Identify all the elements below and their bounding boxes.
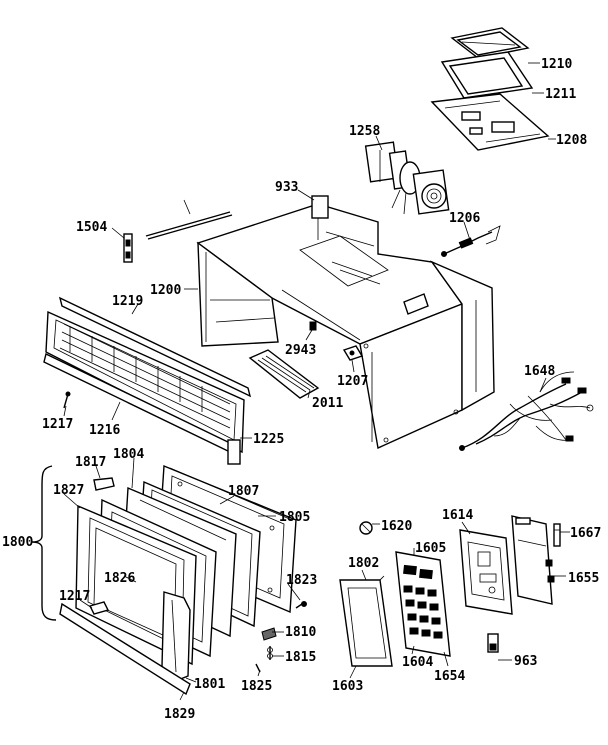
label-1648: 1648 <box>524 364 555 379</box>
control-board-part <box>459 529 513 615</box>
control-frame-part <box>339 575 393 667</box>
mounting-plate-part <box>430 93 550 151</box>
label-1604: 1604 <box>402 655 433 670</box>
label-963: 963 <box>514 654 537 669</box>
label-1217-lower: 1217 <box>59 589 90 604</box>
label-1802: 1802 <box>348 556 379 571</box>
label-1211: 1211 <box>545 87 576 102</box>
label-1258: 1258 <box>349 124 380 139</box>
knob-part <box>359 521 373 535</box>
keypad-part <box>395 551 451 657</box>
label-1655: 1655 <box>568 571 599 586</box>
hinge-part <box>261 627 277 641</box>
label-1216: 1216 <box>89 423 120 438</box>
label-1827: 1827 <box>53 483 84 498</box>
label-1208: 1208 <box>556 133 587 148</box>
label-1805: 1805 <box>279 510 310 525</box>
label-1614: 1614 <box>442 508 473 523</box>
grille-part <box>248 349 320 399</box>
front-grille-assembly-part <box>43 296 252 465</box>
latch-part <box>93 477 115 491</box>
cabinet-part <box>196 195 495 450</box>
assembly-brace <box>31 465 57 621</box>
label-1829: 1829 <box>164 707 195 722</box>
door-handle-part <box>161 591 191 681</box>
rod-part <box>145 199 233 240</box>
label-933: 933 <box>275 180 298 195</box>
label-1219: 1219 <box>112 294 143 309</box>
pin-part <box>255 663 261 673</box>
label-1654: 1654 <box>434 669 465 684</box>
label-1206: 1206 <box>449 211 480 226</box>
spring-part <box>267 646 273 660</box>
fan-motor-assembly-part <box>364 141 450 215</box>
label-1603: 1603 <box>332 679 363 694</box>
door-bottom-bar-part <box>59 602 191 696</box>
label-1801: 1801 <box>194 677 225 692</box>
label-1826: 1826 <box>104 571 135 586</box>
label-1504: 1504 <box>76 220 107 235</box>
vent-cover-part <box>450 27 530 59</box>
screw-part <box>63 391 71 409</box>
wire-connector-part <box>441 225 501 257</box>
screw-part <box>309 321 317 331</box>
power-board-part <box>511 515 555 605</box>
hinge-screw-part <box>295 601 307 609</box>
label-1225: 1225 <box>253 432 284 447</box>
label-1667: 1667 <box>570 526 601 541</box>
label-1207: 1207 <box>337 374 368 389</box>
label-1620: 1620 <box>381 519 412 534</box>
label-1825: 1825 <box>241 679 272 694</box>
label-1817: 1817 <box>75 455 106 470</box>
screw-part <box>88 601 110 615</box>
label-1800: 1800 <box>2 535 33 550</box>
label-1807: 1807 <box>228 484 259 499</box>
part-labels: 1210 1211 1208 1258 933 1206 1504 1200 1… <box>2 57 601 722</box>
label-1815: 1815 <box>285 650 316 665</box>
label-1210: 1210 <box>541 57 572 72</box>
label-1217-upper: 1217 <box>42 417 73 432</box>
fuse-part <box>487 633 499 653</box>
bracket-part <box>123 233 133 263</box>
leader-lines <box>63 62 570 701</box>
label-1200: 1200 <box>150 283 181 298</box>
label-1605: 1605 <box>415 541 446 556</box>
label-1804: 1804 <box>113 447 144 462</box>
wire-harness-part <box>459 371 594 451</box>
screw-part <box>553 523 561 547</box>
label-1823: 1823 <box>286 573 317 588</box>
label-1810: 1810 <box>285 625 316 640</box>
clip-part <box>342 345 364 361</box>
label-2943: 2943 <box>285 343 316 358</box>
vent-damper-part <box>440 51 534 99</box>
label-2011: 2011 <box>312 396 343 411</box>
